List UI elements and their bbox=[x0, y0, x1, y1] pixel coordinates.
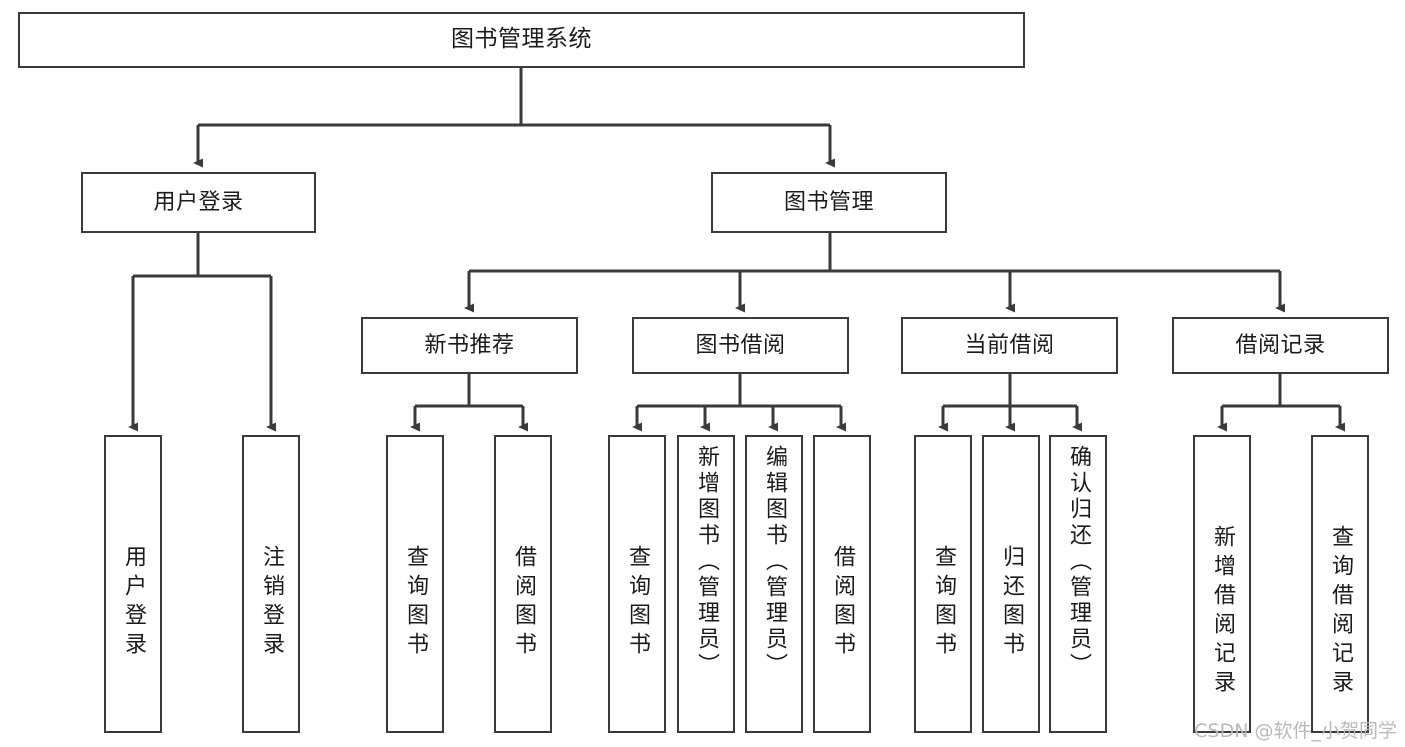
node-label: 查询图书 bbox=[625, 545, 650, 661]
node-leaf-edit-book-admin[interactable]: 编辑图书（管理员） bbox=[745, 435, 803, 733]
node-label: 当前借阅 bbox=[964, 332, 1055, 358]
node-label: 归还图书 bbox=[999, 545, 1024, 661]
node-leaf-logout[interactable]: 注销登录 bbox=[242, 435, 300, 733]
node-leaf-return-book[interactable]: 归还图书 bbox=[982, 435, 1040, 733]
node-label: 新增借阅记录 bbox=[1210, 525, 1235, 699]
node-user-login[interactable]: 用户登录 bbox=[81, 172, 316, 233]
node-label: 图书借阅 bbox=[695, 332, 786, 358]
node-label: 编辑图书（管理员） bbox=[762, 445, 787, 679]
node-label: 注销登录 bbox=[259, 545, 284, 661]
node-current-borrow[interactable]: 当前借阅 bbox=[901, 317, 1118, 374]
node-new-book-recommend[interactable]: 新书推荐 bbox=[361, 317, 578, 374]
node-label: 查询图书 bbox=[403, 545, 428, 661]
node-label: 查询借阅记录 bbox=[1328, 525, 1353, 699]
node-label: 用户登录 bbox=[121, 545, 146, 661]
node-book-management[interactable]: 图书管理 bbox=[711, 172, 947, 233]
node-label: 查询图书 bbox=[931, 545, 956, 661]
node-label: 图书管理系统 bbox=[451, 26, 592, 53]
node-leaf-query-borrow-record[interactable]: 查询借阅记录 bbox=[1311, 435, 1369, 733]
node-leaf-query-book-recommend[interactable]: 查询图书 bbox=[386, 435, 444, 733]
node-leaf-add-book-admin[interactable]: 新增图书（管理员） bbox=[677, 435, 735, 733]
node-label: 新书推荐 bbox=[424, 332, 515, 358]
node-label: 图书管理 bbox=[783, 189, 874, 215]
node-label: 借阅记录 bbox=[1235, 332, 1326, 358]
node-label: 借阅图书 bbox=[511, 545, 536, 661]
node-book-borrow[interactable]: 图书借阅 bbox=[632, 317, 849, 374]
node-label: 用户登录 bbox=[153, 189, 244, 215]
node-leaf-query-book-current[interactable]: 查询图书 bbox=[914, 435, 972, 733]
node-label: 新增图书（管理员） bbox=[694, 445, 719, 679]
node-leaf-borrow-book[interactable]: 借阅图书 bbox=[813, 435, 871, 733]
node-borrow-record[interactable]: 借阅记录 bbox=[1172, 317, 1389, 374]
node-leaf-query-book-borrow[interactable]: 查询图书 bbox=[608, 435, 666, 733]
node-label: 确认归还（管理员） bbox=[1066, 445, 1091, 679]
node-leaf-borrow-book-recommend[interactable]: 借阅图书 bbox=[494, 435, 552, 733]
node-root-system[interactable]: 图书管理系统 bbox=[18, 12, 1025, 68]
node-label: 借阅图书 bbox=[830, 545, 855, 661]
node-leaf-add-borrow-record[interactable]: 新增借阅记录 bbox=[1193, 435, 1251, 733]
node-leaf-user-login[interactable]: 用户登录 bbox=[104, 435, 162, 733]
node-leaf-confirm-return-admin[interactable]: 确认归还（管理员） bbox=[1049, 435, 1107, 733]
